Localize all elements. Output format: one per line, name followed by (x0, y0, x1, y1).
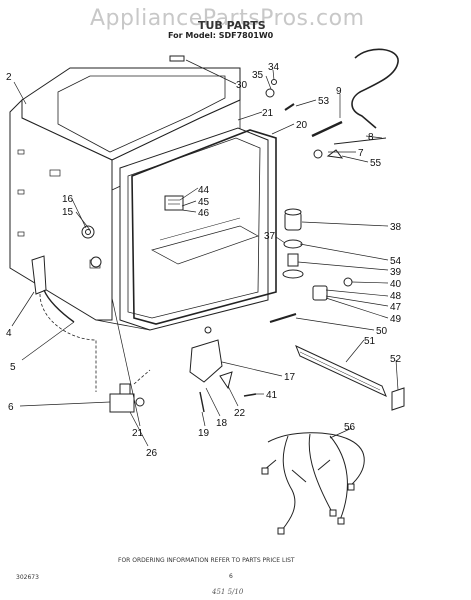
callout-44: 44 (198, 185, 210, 196)
callout-21-top: 21 (262, 108, 274, 119)
callout-6: 6 (8, 402, 14, 413)
callout-45: 45 (198, 197, 210, 208)
callout-38: 38 (390, 222, 402, 233)
callout-52: 52 (390, 354, 402, 365)
page-title: TUB PARTS (198, 19, 266, 32)
callout-15: 15 (62, 207, 74, 218)
callout-50: 50 (376, 326, 388, 337)
pump-assembly (269, 208, 353, 323)
wiring-harness (261, 432, 365, 535)
callout-35: 35 (252, 70, 264, 81)
callout-4: 4 (6, 328, 12, 339)
callout-55: 55 (370, 158, 382, 169)
ordering-note: FOR ORDERING INFORMATION REFER TO PARTS … (118, 557, 295, 564)
callout-48: 48 (390, 291, 402, 302)
bracket-assembly (189, 326, 257, 413)
callout-20: 20 (296, 120, 308, 131)
leader-lines (11, 59, 399, 447)
callout-16: 16 (62, 194, 74, 205)
fill-funnel (31, 255, 97, 392)
callout-37: 37 (264, 231, 276, 242)
callout-8: 8 (368, 132, 374, 143)
callout-54: 54 (390, 256, 402, 267)
tub-body (9, 67, 269, 331)
top-hardware (169, 55, 295, 111)
watermark-text: AppliancePartsPros.com (90, 6, 365, 31)
door-gasket (131, 129, 277, 325)
callout-9: 9 (336, 86, 342, 97)
callout-40: 40 (390, 279, 402, 290)
page-number: 6 (229, 573, 233, 580)
callout-49: 49 (390, 314, 402, 325)
valve-assembly (109, 369, 151, 413)
callout-5: 5 (10, 362, 16, 373)
tub-fittings (81, 225, 102, 268)
callout-17: 17 (284, 372, 296, 383)
callout-21-bottom: 21 (132, 428, 144, 439)
latch-part (391, 387, 405, 411)
callout-51: 51 (364, 336, 376, 347)
callout-7: 7 (358, 148, 364, 159)
callout-30: 30 (236, 80, 248, 91)
callout-34: 34 (268, 62, 280, 73)
handwritten-note: 451 5/10 (212, 588, 244, 596)
document-number: 302673 (16, 574, 39, 581)
callout-56: 56 (344, 422, 356, 433)
model-line: For Model: SDF7801W0 (168, 31, 274, 40)
callout-18: 18 (216, 418, 228, 429)
callout-2: 2 (6, 72, 12, 83)
callout-26: 26 (146, 448, 158, 459)
callout-46: 46 (198, 208, 210, 219)
callout-39: 39 (390, 267, 402, 278)
door-cable (311, 48, 399, 159)
callout-53: 53 (318, 96, 330, 107)
rail-part (295, 345, 387, 397)
callout-47: 47 (390, 302, 402, 313)
callout-labels: 2 30 35 34 9 53 21 20 8 7 55 16 15 44 45… (6, 62, 402, 459)
vent-assembly (164, 195, 184, 211)
callout-41: 41 (266, 390, 278, 401)
callout-22: 22 (234, 408, 246, 419)
callout-19: 19 (198, 428, 210, 439)
